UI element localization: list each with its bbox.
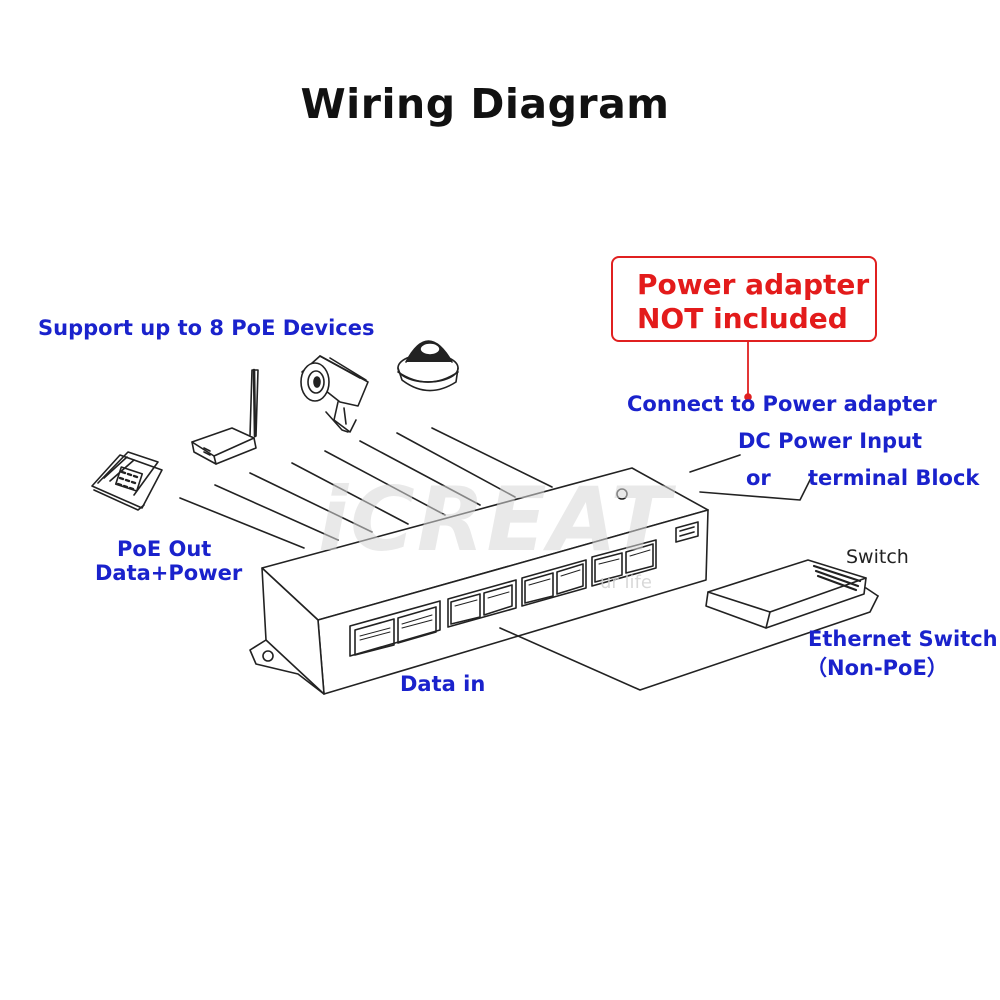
- watermark-tagline: ur life: [600, 572, 652, 593]
- poe-out-label: PoE Out: [117, 537, 212, 561]
- dome-camera-icon: [397, 340, 459, 392]
- dc-input-label: DC Power Input: [738, 429, 923, 453]
- watermark-brand: iCREAT: [318, 468, 673, 571]
- warning-leader: [744, 341, 752, 401]
- ethernet-switch-icon: [705, 559, 879, 629]
- warning-line-1: Power adapter: [637, 268, 870, 301]
- poe-switch-icon: [249, 467, 709, 695]
- data-in-label: Data in: [400, 672, 486, 696]
- warning-box: Power adapter NOT included: [611, 256, 877, 342]
- non-poe-label: （Non-PoE）: [806, 656, 948, 680]
- ethernet-switch-label: Ethernet Switch: [808, 627, 998, 651]
- data-cable: [499, 595, 879, 691]
- poe-out-sub-label: Data+Power: [95, 561, 243, 585]
- telephone-icon: [91, 451, 163, 511]
- device-cables: [179, 427, 553, 549]
- warning-line-2: NOT included: [637, 302, 848, 335]
- power-cable: [689, 454, 813, 501]
- wireless-ap-icon: [191, 368, 259, 465]
- bullet-camera-icon: [300, 355, 369, 433]
- or-label: or: [746, 466, 771, 490]
- page-title: Wiring Diagram: [300, 80, 670, 128]
- connect-power-label: Connect to Power adapter: [627, 392, 937, 416]
- support-label: Support up to 8 PoE Devices: [38, 316, 375, 340]
- switch-tag-label: Switch: [846, 546, 909, 568]
- terminal-block-label: terminal Block: [808, 466, 980, 490]
